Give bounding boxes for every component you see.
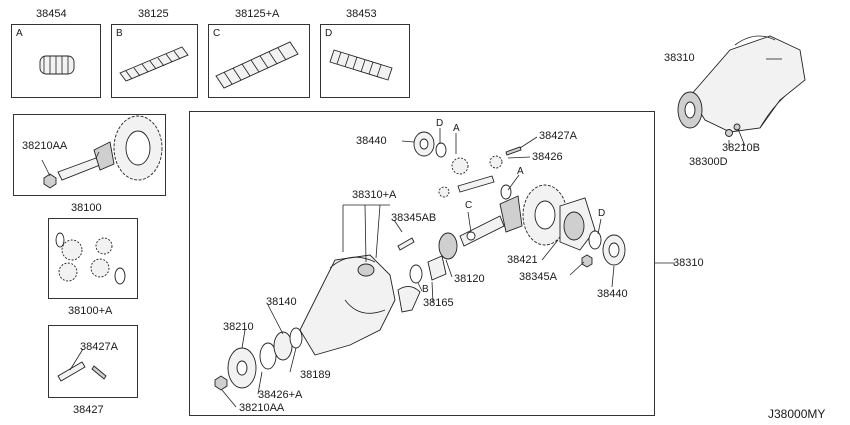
spring-38454-icon[interactable]: [39, 55, 75, 75]
side-gear-set-icon[interactable]: [55, 232, 126, 285]
side-gears-box[interactable]: [48, 218, 138, 299]
ring-gear-main-icon[interactable]: [522, 184, 568, 246]
side-bearing-icon[interactable]: [588, 230, 626, 266]
differential-carrier-icon[interactable]: [299, 254, 396, 356]
housing-top-icon[interactable]: [677, 35, 806, 137]
leader-lines: [41, 58, 782, 408]
callout-letter-a-mid: A: [517, 166, 524, 177]
pin-set-callout: 38427A: [80, 341, 118, 353]
callout-38426a: 38426+A: [258, 389, 303, 401]
callout-38189: 38189: [300, 369, 331, 381]
callout-38440-bottom: 38440: [597, 288, 628, 300]
callout-letter-c: C: [465, 200, 473, 211]
callout-letter-b: B: [422, 284, 429, 295]
pinion-gear-icon[interactable]: [459, 195, 523, 247]
ring-gear-icon[interactable]: [113, 115, 163, 181]
differential-pinion-icon[interactable]: [438, 146, 522, 200]
spring-c-part-label: 38125+A: [235, 8, 280, 20]
pin-set-box[interactable]: [48, 325, 138, 398]
callout-38210: 38210: [223, 321, 254, 333]
main-assembly-part-label: 38310: [673, 257, 704, 269]
pinion-shaft-pin-icon[interactable]: [57, 361, 107, 382]
callout-38165: 38165: [423, 297, 454, 309]
spring-d-letter: D: [325, 28, 333, 39]
upper-bearing-icon[interactable]: [413, 131, 447, 158]
diagram-code: J38000MY: [768, 407, 826, 421]
spring-a-letter: A: [16, 28, 23, 39]
pinion-nut-icon[interactable]: [43, 173, 57, 189]
callout-38426: 38426: [532, 151, 563, 163]
spring-38125-icon[interactable]: [119, 46, 189, 82]
bolt-38345a-icon[interactable]: [581, 254, 593, 268]
diff-case-icon[interactable]: [559, 197, 596, 251]
callout-38345ab: 38345AB: [391, 212, 437, 224]
callout-38210b: 38210B: [722, 142, 760, 154]
spring-c-letter: C: [213, 28, 221, 39]
spring-d-part-label: 38453: [346, 8, 377, 20]
drive-pinion-icon[interactable]: [57, 141, 115, 181]
callout-letter-a-top: A: [453, 123, 460, 134]
callout-38300d: 38300D: [689, 156, 728, 168]
spring-b-letter: B: [116, 28, 123, 39]
callout-38120: 38120: [454, 273, 485, 285]
callout-38310a: 38310+A: [352, 189, 397, 201]
callout-letter-d-right: D: [598, 208, 606, 219]
callout-letter-d-top: D: [436, 118, 444, 129]
seal-bracket-icon[interactable]: [397, 286, 421, 313]
bolt-38345ab-icon[interactable]: [397, 237, 415, 251]
housing-top-part-label: 38310: [664, 52, 695, 64]
companion-flange-icon[interactable]: [227, 347, 257, 389]
side-gears-part-label: 38100+A: [68, 305, 113, 317]
callout-38421: 38421: [507, 254, 538, 266]
oil-seal-icon[interactable]: [259, 327, 303, 370]
gear-set-callout: 38210AA: [22, 140, 68, 152]
callout-38345a: 38345A: [519, 271, 557, 283]
spring-38125a-icon[interactable]: [215, 41, 299, 89]
pin-set-part-label: 38427: [73, 404, 104, 416]
callout-38440-top: 38440: [356, 135, 387, 147]
spring-b-part-label: 38125: [138, 8, 169, 20]
callout-38140: 38140: [266, 296, 297, 308]
collapsible-spacer-icon[interactable]: [409, 232, 458, 284]
callout-38210aa: 38210AA: [239, 402, 285, 414]
main-nut-icon[interactable]: [214, 375, 228, 391]
callout-38427a: 38427A: [539, 130, 577, 142]
spring-a-part-label: 38454: [36, 8, 67, 20]
spring-38453-icon[interactable]: [329, 49, 393, 81]
gear-set-part-label: 38100: [71, 202, 102, 214]
